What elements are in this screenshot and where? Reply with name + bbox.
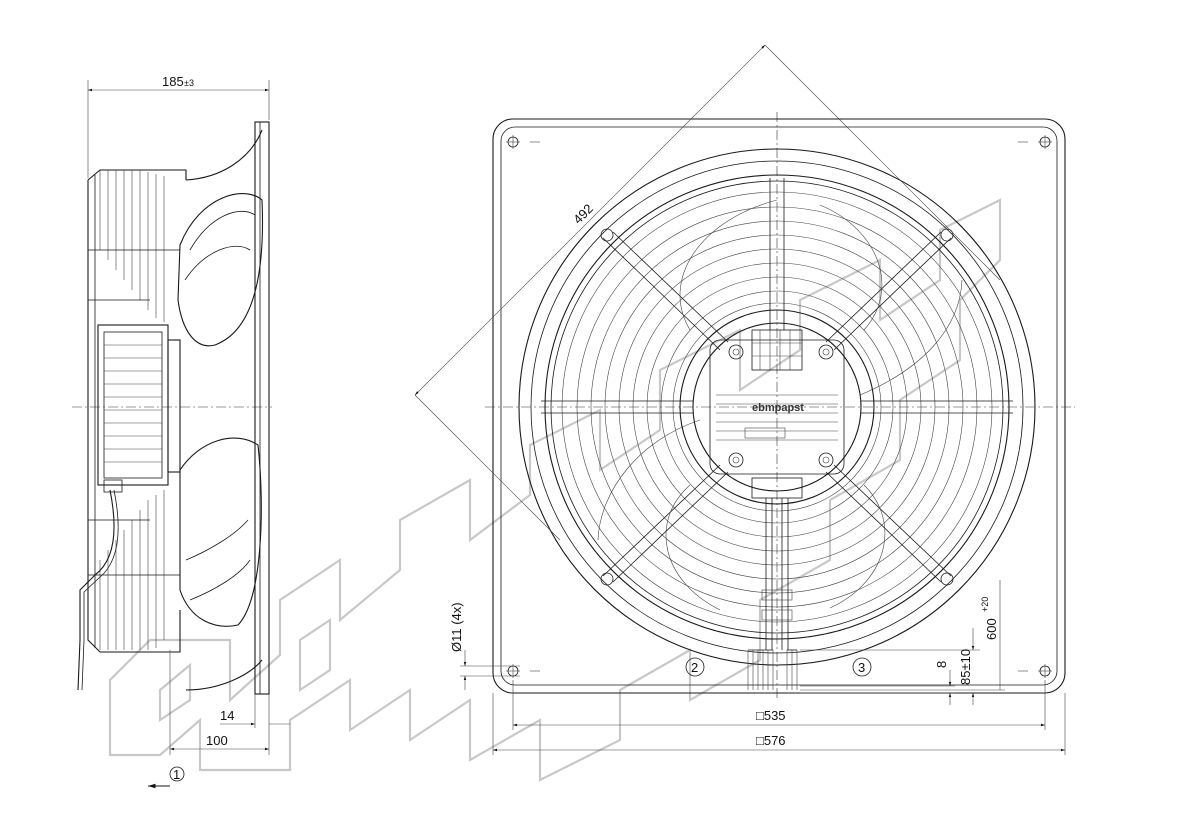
brand-logo: ebmpapst — [752, 402, 804, 414]
offset-dim: 100 — [206, 733, 228, 748]
lead-tol: +20 — [980, 597, 990, 612]
front-view: ebmpapst 492 2 — [414, 44, 1075, 755]
hole-dim: Ø11 (4x) — [449, 602, 464, 652]
guard-dim: 492 — [570, 201, 596, 227]
edge-dim: 8 — [934, 661, 949, 668]
lead-dim: 600 — [984, 618, 999, 640]
mounting-plate — [492, 118, 1066, 694]
outer-dim: □576 — [756, 733, 786, 748]
inner-dim: □535 — [756, 708, 786, 723]
side-view: 185 ±3 14 100 1 — [72, 74, 290, 789]
marker-2-circle — [685, 657, 705, 677]
marker-left: 2 — [691, 660, 698, 675]
depth-dim: 185 — [162, 74, 184, 89]
cable-dim: 85±10 — [958, 649, 973, 685]
depth-tol: ±3 — [184, 78, 194, 88]
view-marker: 1 — [173, 767, 180, 782]
flange-dim: 14 — [220, 708, 234, 723]
cable-bundle — [747, 498, 798, 690]
marker-right: 3 — [858, 660, 865, 675]
watermark — [108, 198, 1002, 782]
guard-rings — [561, 191, 993, 623]
marker-3-circle — [852, 657, 872, 677]
view-marker-circle — [169, 766, 185, 782]
